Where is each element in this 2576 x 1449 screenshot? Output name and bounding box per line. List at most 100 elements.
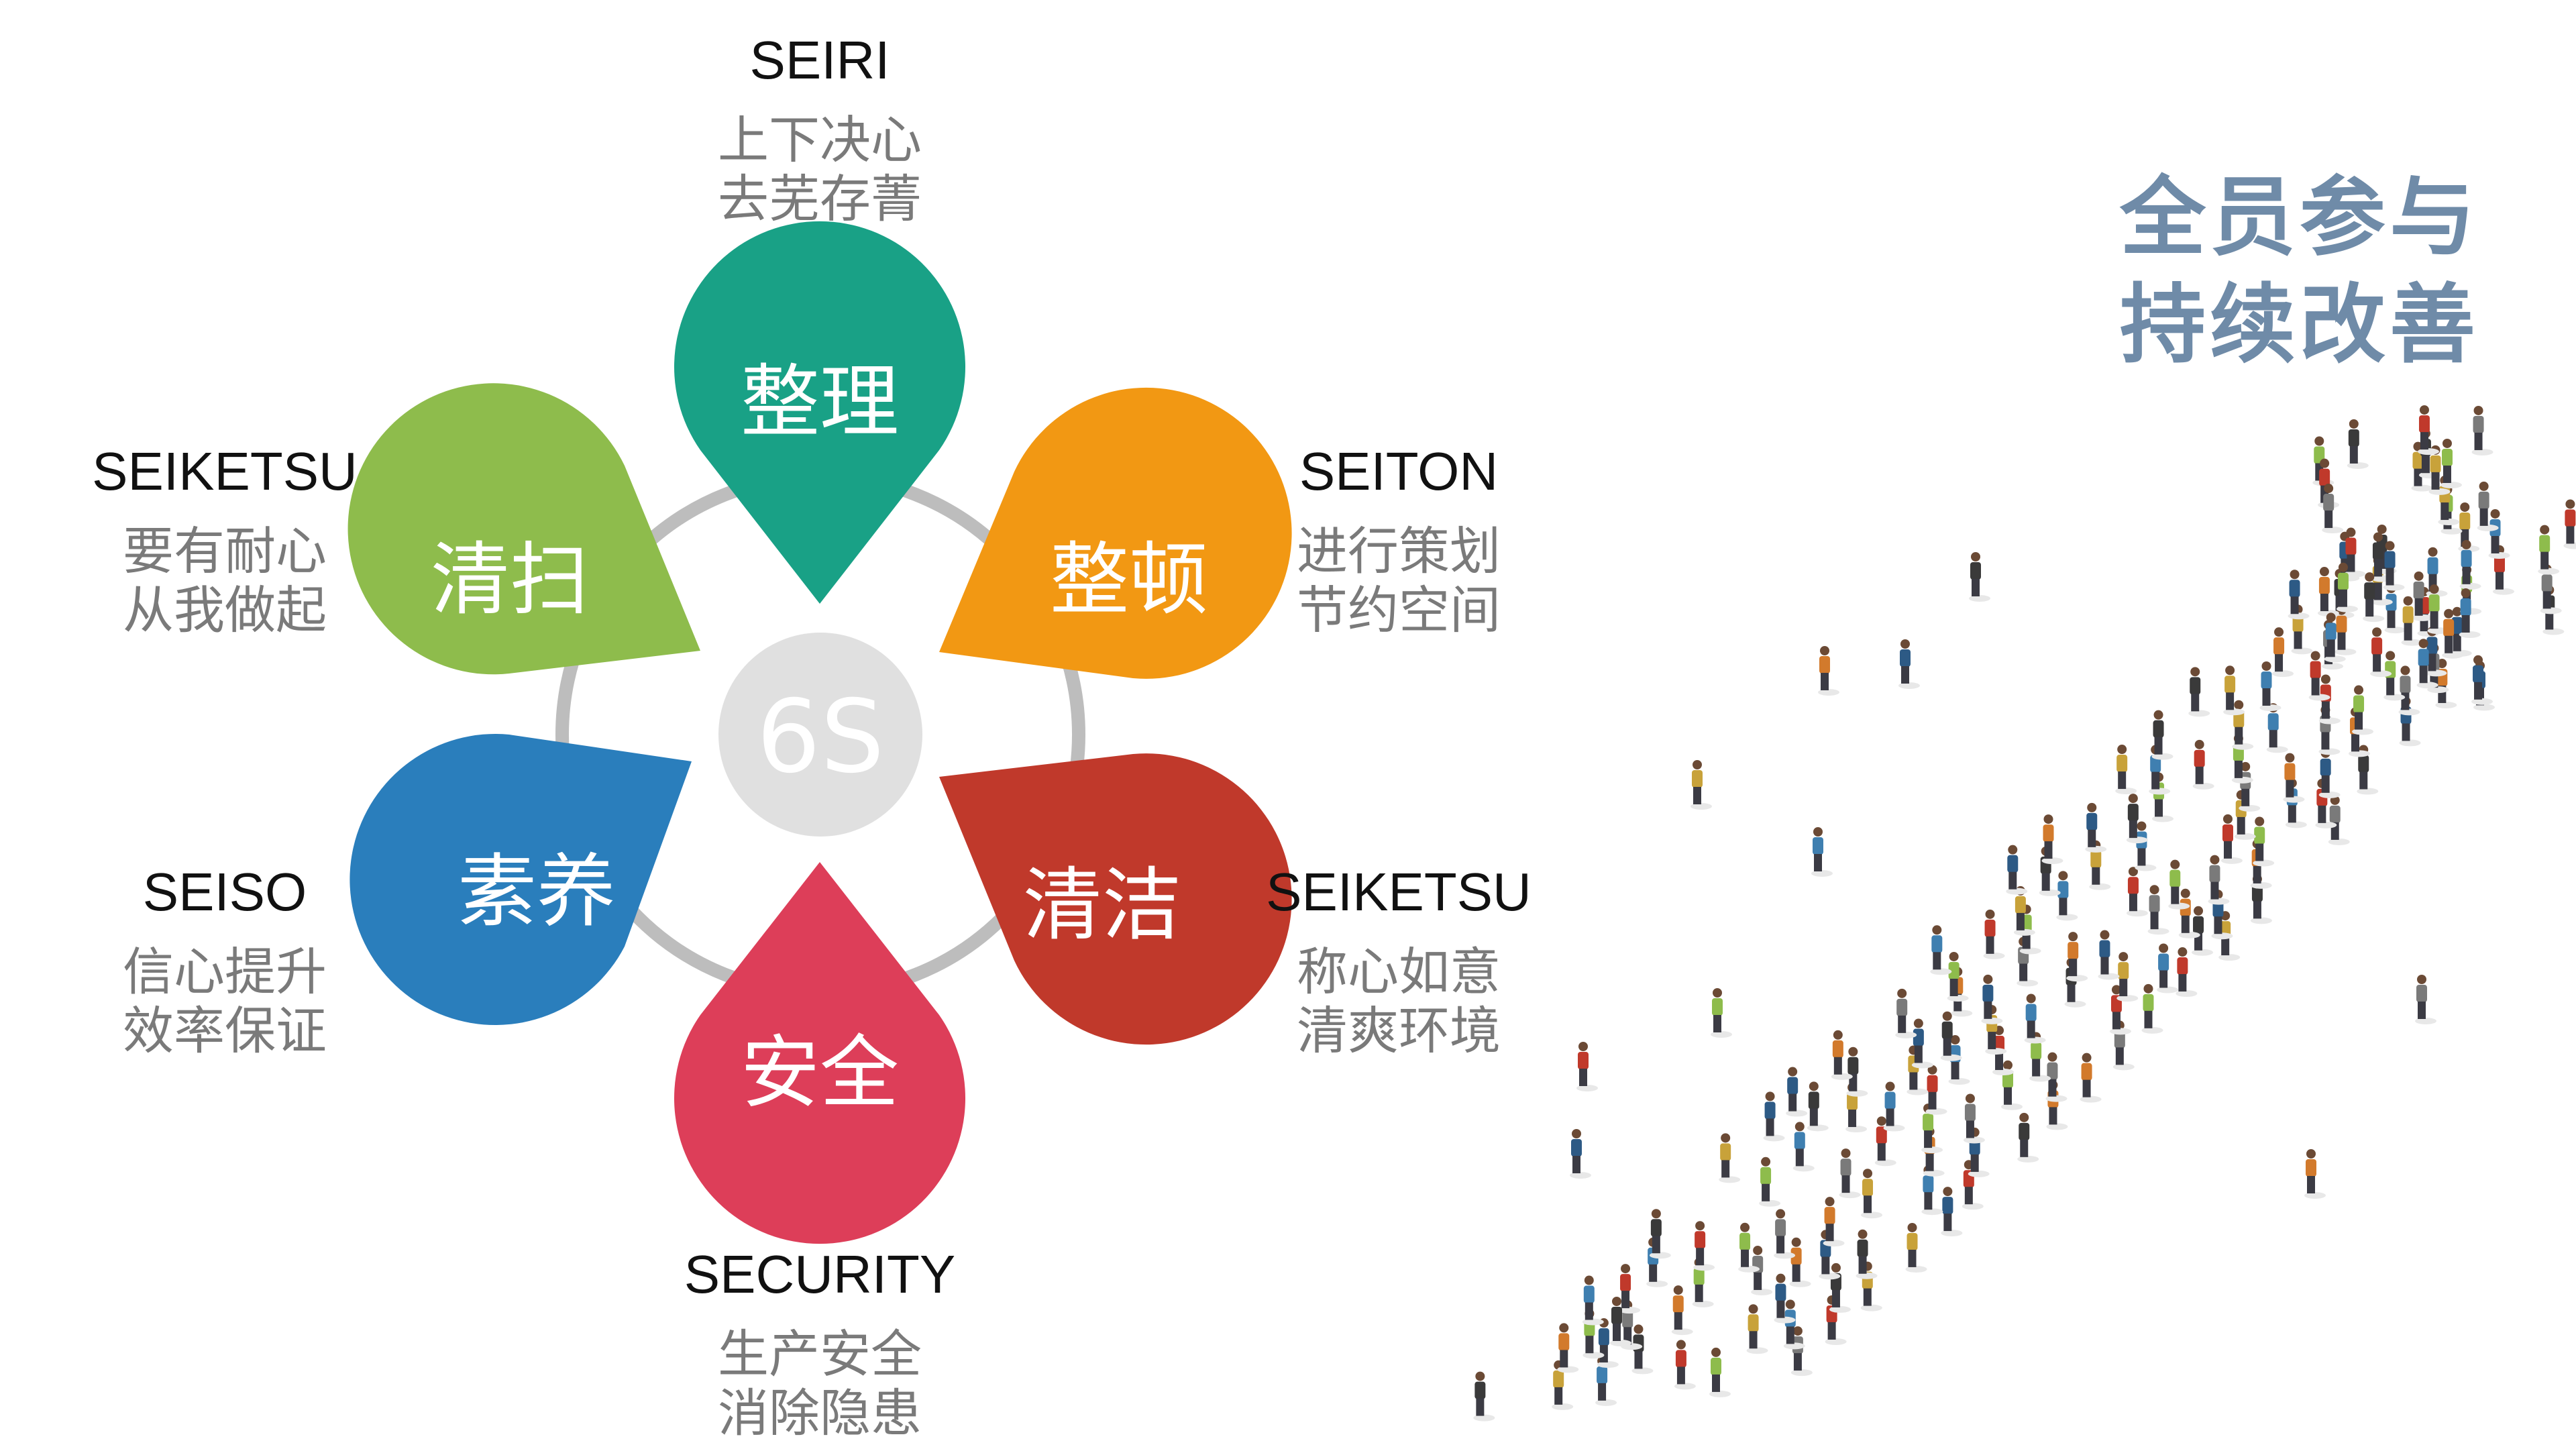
crowd-person bbox=[2135, 821, 2157, 871]
crowd-person bbox=[2288, 570, 2310, 620]
crowd-person bbox=[1763, 1091, 1785, 1142]
crowd-person bbox=[2471, 405, 2493, 455]
crowd-person bbox=[2417, 405, 2439, 455]
crowd-person bbox=[1473, 1371, 1495, 1421]
crowd-person bbox=[2259, 661, 2282, 712]
annotation-upper-left-desc: 要有耐心 从我做起 bbox=[0, 522, 460, 640]
annotation-upper-left-title: SEIKETSU bbox=[92, 441, 358, 501]
annotation-security-desc: 生产安全 消除隐患 bbox=[585, 1325, 1055, 1443]
crowd-person bbox=[2398, 665, 2420, 716]
annotation-seiri-line2: 去芜存菁 bbox=[718, 169, 922, 229]
crowd-person bbox=[2538, 525, 2560, 575]
crowd-person bbox=[2045, 1052, 2068, 1102]
annotation-seiton-line1: 进行策划 bbox=[1297, 521, 1501, 581]
crowd-person bbox=[1856, 1229, 1878, 1279]
crowd-person bbox=[2080, 1053, 2102, 1103]
crowd-person bbox=[2415, 975, 2436, 1024]
crowd-person bbox=[2017, 936, 2039, 987]
crowd-person bbox=[1759, 1157, 1781, 1207]
crowd-person bbox=[1693, 1221, 1715, 1271]
crowd-person bbox=[2188, 667, 2210, 717]
crowd-person bbox=[1969, 552, 1990, 602]
crowd-person bbox=[1947, 951, 1969, 1002]
crowd-person bbox=[2308, 651, 2330, 701]
crowd-person bbox=[1709, 1347, 1731, 1397]
crowd-person bbox=[2401, 596, 2423, 646]
crowd-person bbox=[2322, 484, 2344, 534]
crowd-person bbox=[2151, 710, 2174, 760]
crowd-person bbox=[1649, 1209, 1671, 1259]
crowd-person bbox=[1738, 1222, 1760, 1273]
annotation-security-line1: 生产安全 bbox=[718, 1324, 922, 1384]
crowd-person bbox=[2347, 419, 2369, 469]
crowd-person bbox=[2357, 745, 2379, 795]
crowd-person bbox=[1831, 1030, 1853, 1080]
crowd-person bbox=[1619, 1264, 1641, 1314]
annotation-seiso-line2: 效率保证 bbox=[123, 1001, 327, 1061]
crowd-person bbox=[2488, 508, 2510, 559]
crowd-person bbox=[1792, 1122, 1815, 1172]
crowd-person bbox=[1930, 925, 1952, 975]
crowd-person bbox=[1925, 1065, 1947, 1115]
crowd-person bbox=[2089, 840, 2111, 890]
crowd-person bbox=[1829, 1263, 1851, 1313]
crowd-person bbox=[2056, 871, 2078, 921]
slogan-line2: 持续改善 bbox=[2120, 275, 2480, 375]
center-label: 6S bbox=[757, 679, 885, 796]
petal-label-seiri: 整理 bbox=[741, 356, 899, 448]
crowd-person bbox=[2442, 608, 2464, 659]
crowd-person bbox=[1895, 988, 1917, 1038]
annotation-seiri-title: SEIRI bbox=[749, 30, 890, 90]
annotation-seiton-desc: 进行策划 节约空间 bbox=[1164, 522, 1633, 640]
crowd-person bbox=[2115, 745, 2137, 795]
annotation-seiketsu-title: SEIKETSU bbox=[1266, 862, 1532, 922]
crowd-person bbox=[2253, 816, 2275, 867]
crowd-person bbox=[2324, 612, 2346, 663]
petal-label-seiso: 清扫 bbox=[431, 533, 589, 626]
annotation-seiketsu-line1: 称心如意 bbox=[1297, 942, 1501, 1002]
crowd-person bbox=[1582, 1275, 1604, 1326]
crowd-person bbox=[2220, 814, 2243, 864]
annotation-seiso-title: SEISO bbox=[142, 862, 307, 922]
crowd-person bbox=[2126, 867, 2148, 917]
crowd-person bbox=[2141, 983, 2163, 1034]
crowd-person bbox=[2006, 845, 2028, 895]
crowd-person bbox=[1839, 1148, 1861, 1199]
annotation-upper-left-line2: 从我做起 bbox=[123, 580, 327, 640]
center-badge: 6S bbox=[718, 633, 922, 837]
annotation-security-line2: 消除隐患 bbox=[718, 1383, 922, 1443]
petal-seiton: 整顿 bbox=[939, 387, 1292, 679]
crowd-person bbox=[2383, 541, 2405, 591]
petal-seiketsu: 清洁 bbox=[939, 753, 1292, 1045]
crowd-person bbox=[2223, 665, 2245, 716]
crowd-person bbox=[2459, 539, 2481, 590]
crowd-person bbox=[1963, 1093, 1985, 1144]
crowd-person bbox=[2563, 499, 2576, 549]
crowd-person bbox=[2412, 571, 2434, 621]
crowd-person bbox=[2041, 814, 2063, 865]
crowd-person bbox=[2126, 794, 2148, 844]
slogan-line1: 全员参与 bbox=[2120, 168, 2480, 268]
crowd-person bbox=[2116, 952, 2139, 1002]
petal-shitsuke: 素养 bbox=[350, 734, 692, 1026]
crowd-person bbox=[1570, 1129, 1591, 1179]
crowd-person bbox=[1719, 1133, 1741, 1183]
crowd-person bbox=[2328, 795, 2350, 845]
crowd-person bbox=[1940, 1011, 1962, 1061]
crowd-person bbox=[1576, 1042, 1598, 1091]
crowd-person bbox=[2317, 567, 2339, 617]
crowd-person bbox=[2029, 1032, 2051, 1082]
crowd-person bbox=[1846, 1046, 1868, 1097]
crowd-person bbox=[2272, 627, 2294, 678]
annotation-seiton-title: SEITON bbox=[1299, 441, 1499, 501]
petal-security: 安全 bbox=[674, 862, 965, 1244]
crowd-person bbox=[2234, 790, 2256, 840]
crowd-person bbox=[2001, 1060, 2023, 1110]
petal-seiri: 整理 bbox=[674, 221, 965, 604]
crowd-person bbox=[2370, 627, 2392, 678]
crowd-person bbox=[2336, 562, 2358, 612]
crowd-person bbox=[1883, 1081, 1905, 1132]
annotation-seiri-line1: 上下决心 bbox=[718, 110, 922, 170]
